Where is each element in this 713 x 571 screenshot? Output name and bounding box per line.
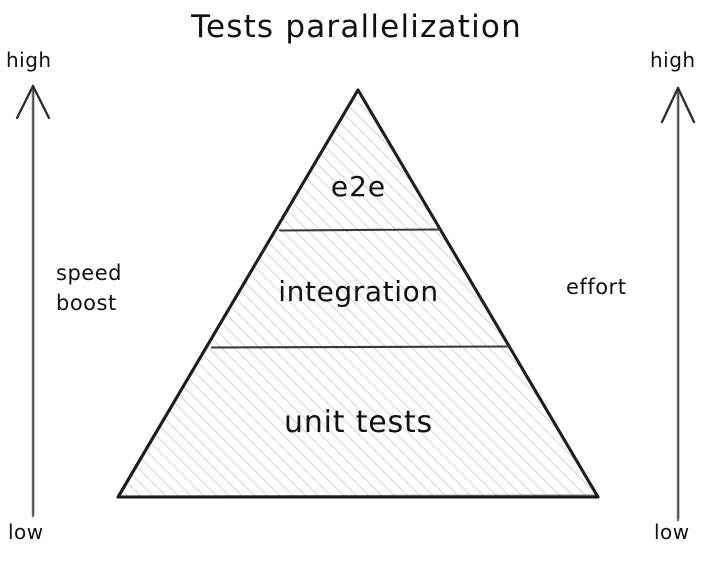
right-axis-top-label: high [650, 48, 696, 72]
right-axis-title-line1: effort [566, 275, 627, 299]
left-axis-title: speed boost [56, 258, 122, 318]
right-axis-bottom-label: low [654, 520, 690, 544]
divider-integration-unit [210, 345, 510, 349]
page-title: Tests parallelization [191, 9, 522, 45]
left-axis-title-line1: speed [56, 261, 122, 285]
pyramid-tier-label-integration: integration [278, 275, 439, 308]
left-axis-title-line2: boost [56, 291, 117, 315]
divider-e2e-integration [278, 228, 442, 232]
pyramid-tier-label-unit: unit tests [284, 405, 433, 440]
left-axis-bottom-label: low [8, 520, 44, 544]
right-axis-title: effort [566, 272, 626, 302]
pyramid-dividers [210, 228, 510, 349]
right-axis-arrow [660, 86, 696, 522]
pyramid-tier-label-e2e: e2e [330, 170, 387, 203]
left-axis-top-label: high [6, 48, 52, 72]
pyramid-shape [116, 88, 600, 499]
left-axis-arrow [15, 84, 51, 518]
